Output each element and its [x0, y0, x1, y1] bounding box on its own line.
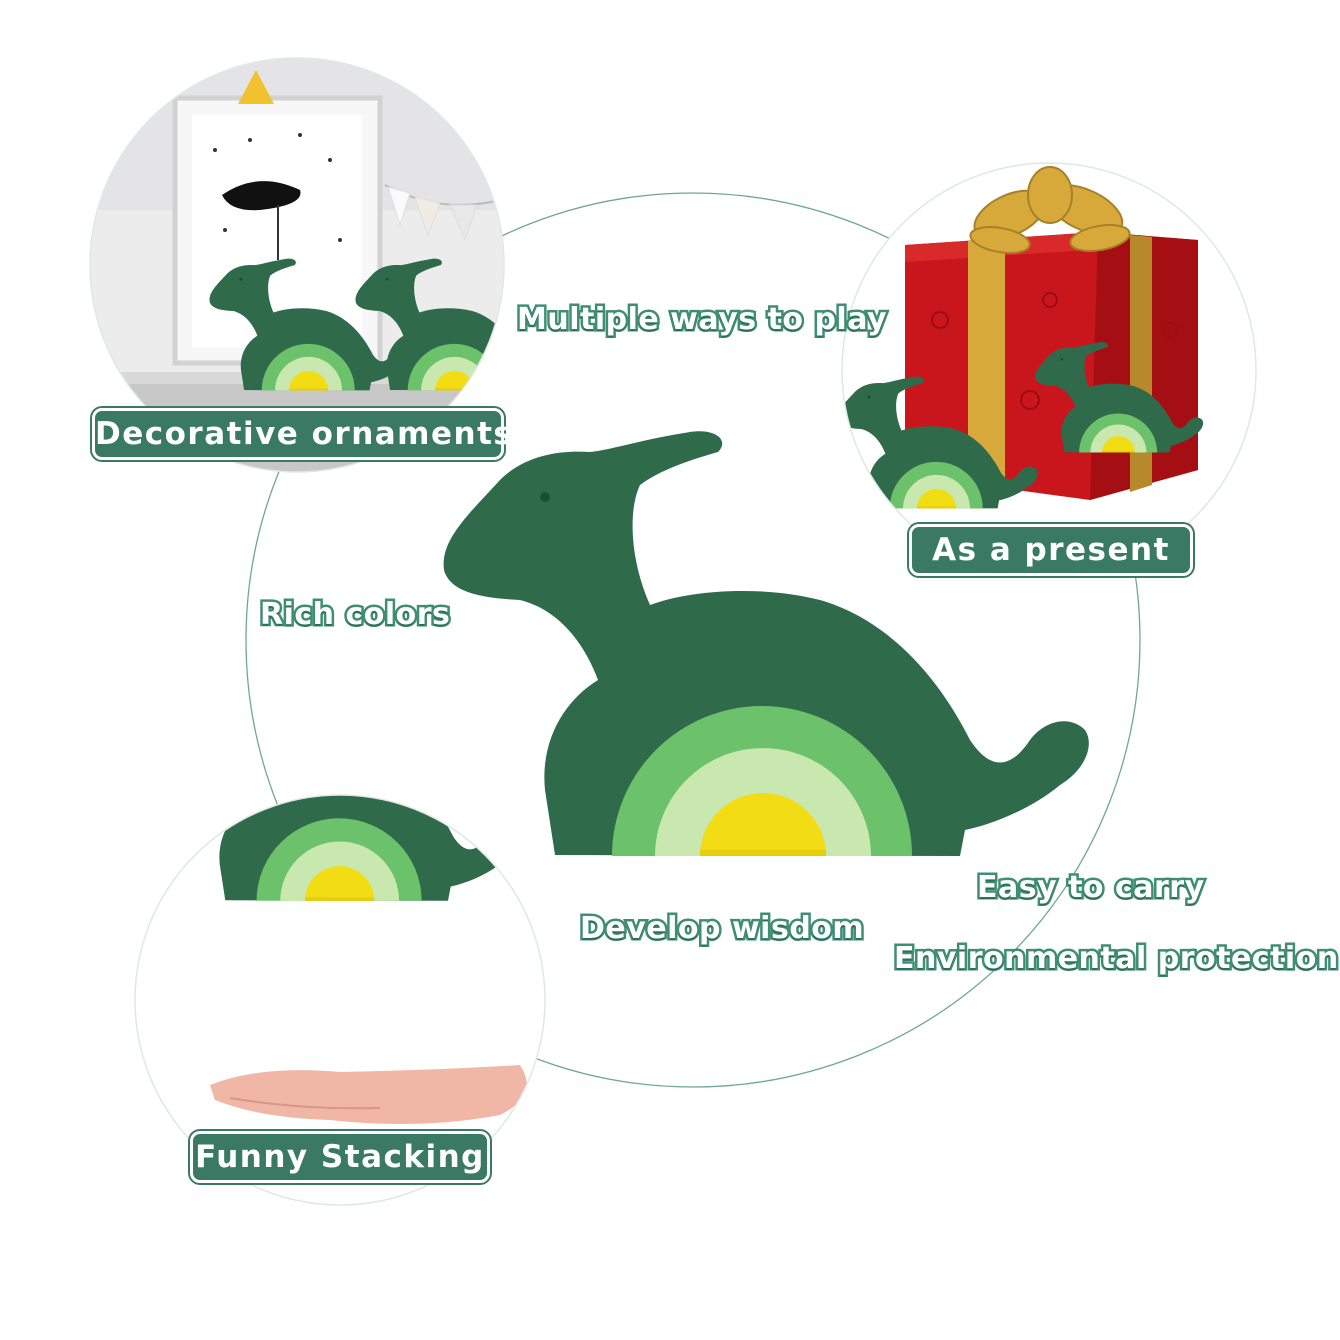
- feature-environmental: Environmental protection: [892, 939, 1340, 979]
- feature-multiple-ways: Multiple ways to play: [514, 300, 889, 340]
- feature-easy-to-carry: Easy to carry: [975, 868, 1207, 908]
- badge-funny-stacking: Funny Stacking: [190, 1131, 490, 1183]
- photo-present: [842, 163, 1256, 577]
- feature-develop-wisdom: Develop wisdom: [577, 909, 866, 949]
- photo-stacking: [135, 795, 545, 1205]
- connector-ring: [245, 192, 1141, 1088]
- badge-decorative-ornaments: Decorative ornaments: [92, 408, 512, 460]
- feature-rich-colors: Rich colors: [257, 595, 452, 635]
- badge-as-a-present: As a present: [909, 524, 1193, 576]
